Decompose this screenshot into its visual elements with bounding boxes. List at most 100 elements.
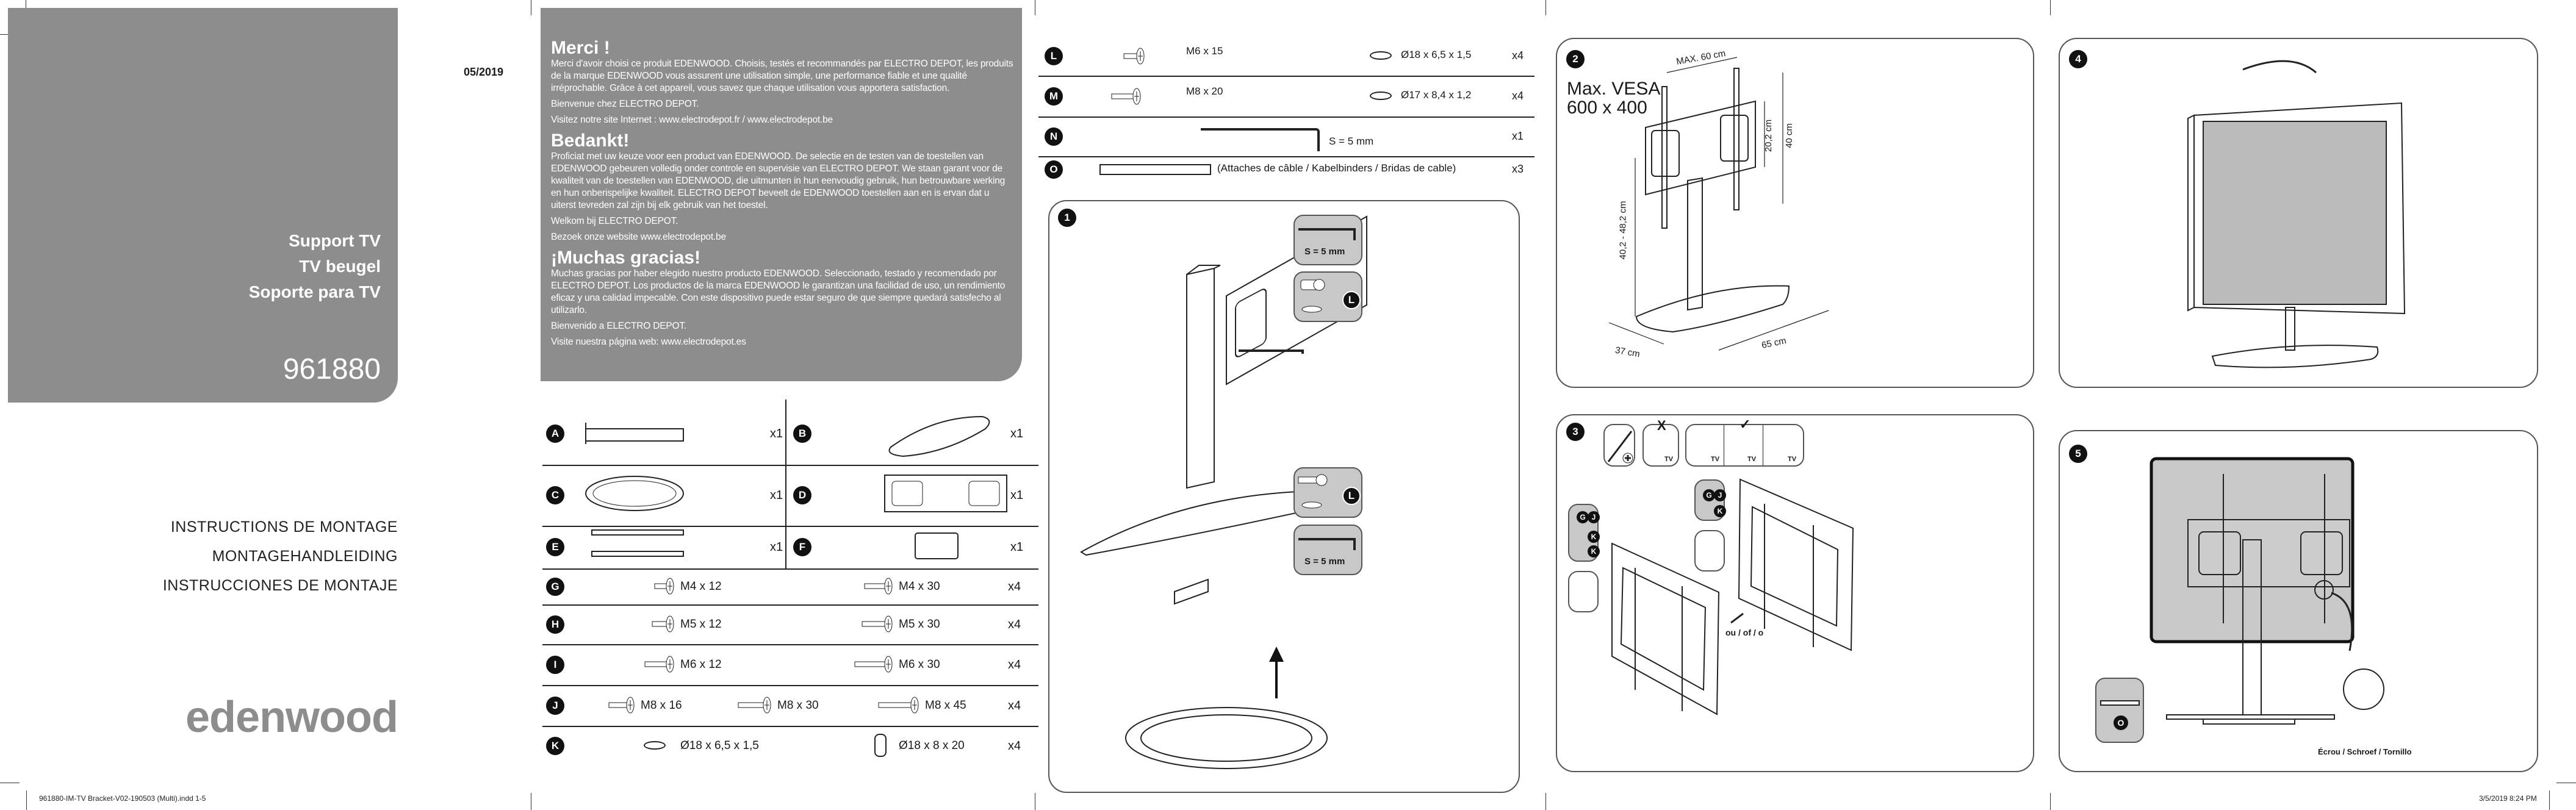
- screw-icon: [652, 615, 674, 632]
- step-2-panel: 2 Max. VESA 600 x 400 MAX. 60 cm 20,2 cm…: [1556, 38, 2034, 388]
- title-es: Soporte para TV: [248, 282, 381, 301]
- correct-fit-icon: TV TV TV ✓: [1685, 417, 1804, 467]
- cable-tie-callout: O: [2095, 678, 2144, 743]
- row-divider: [542, 526, 1038, 527]
- row-divider: [542, 726, 1038, 727]
- step-4-panel: 4: [2059, 38, 2538, 388]
- part-size: M4 x 30: [899, 579, 940, 593]
- welcome-es: Bienvenido a ELECTRO DEPOT.: [551, 321, 687, 331]
- website-fr: Visitez notre site Internet : www.electr…: [551, 115, 833, 125]
- screw-icon: [644, 656, 674, 672]
- part-size: M5 x 12: [680, 617, 722, 631]
- part-quantity: x4: [1008, 739, 1021, 753]
- spacer-icon: [874, 733, 887, 757]
- wrong-fit-icon: X TV: [1642, 418, 1679, 467]
- part-size: M5 x 30: [899, 617, 940, 631]
- part-quantity: x4: [1008, 658, 1021, 672]
- part-badge: J: [1714, 489, 1726, 501]
- part-quantity: x1: [1010, 427, 1024, 440]
- screw-icon: [654, 578, 674, 594]
- stand-assembly-illustration: [1080, 215, 1367, 769]
- part-badge: L: [1342, 487, 1361, 505]
- crop-mark: [26, 790, 27, 810]
- crop-mark: [1545, 0, 1546, 15]
- mounting-plate-icon: [884, 475, 1007, 512]
- hex-key-icon: [1201, 127, 1320, 151]
- washer-icon: [644, 740, 666, 750]
- part-badge: K: [546, 736, 564, 755]
- part-quantity: x4: [1008, 698, 1021, 712]
- part-quantity: x1: [1512, 129, 1524, 142]
- part-size: M6 x 30: [899, 658, 940, 671]
- part-badge: O: [1045, 160, 1063, 179]
- welcome-nl: Welkom bij ELECTRO DEPOT.: [551, 216, 678, 226]
- part-badge: K: [1588, 531, 1600, 543]
- part-size: M6 x 15: [1186, 45, 1223, 57]
- screw-icon: [1123, 48, 1145, 65]
- part-size: M8 x 45: [925, 698, 966, 712]
- bolt-l-callout: L: [1293, 467, 1362, 518]
- heading-fr: Merci !: [551, 38, 610, 58]
- part-badge: J: [546, 696, 564, 715]
- welcome-panel: Merci ! Merci d'avoir choisi ce produit …: [541, 8, 1022, 381]
- part-badge: G: [546, 577, 564, 596]
- body-nl: Proficiat met uw keuze voor een product …: [551, 151, 1006, 210]
- washer-icon: [1370, 51, 1392, 60]
- stand-height-label: 40,2 - 48,2 cm: [1617, 201, 1628, 260]
- part-quantity: x4: [1008, 617, 1021, 631]
- bolt-l-callout: L: [1293, 271, 1362, 322]
- welcome-fr: Bienvenue chez ELECTRO DEPOT.: [551, 99, 699, 109]
- part-badge: D: [793, 486, 811, 504]
- part-badge: N: [1045, 127, 1063, 146]
- swivel-ring-icon: [585, 476, 684, 511]
- part-size: M4 x 12: [680, 579, 722, 593]
- hex-key-callout: S = 5 mm: [1293, 215, 1362, 265]
- row-divider: [542, 465, 1038, 466]
- crop-mark: [2050, 0, 2051, 15]
- part-quantity: x1: [1010, 540, 1024, 554]
- screw-icon: [864, 578, 893, 594]
- vertical-arms-icon: [591, 529, 684, 557]
- part-badge: A: [546, 425, 564, 443]
- crop-mark: [2050, 793, 2051, 810]
- model-number: 961880: [282, 353, 381, 385]
- row-divider: [542, 568, 1038, 570]
- screw-icon: [878, 697, 919, 713]
- part-badge: M: [1045, 87, 1063, 106]
- screw-icon: [738, 697, 771, 713]
- part-size: Ø18 x 6,5 x 1,5: [1401, 49, 1472, 60]
- part-quantity: x1: [770, 540, 783, 554]
- step-number: 4: [2069, 50, 2087, 68]
- hex-key-size: S = 5 mm: [1304, 556, 1345, 567]
- bolt-icon: [1298, 474, 1328, 509]
- part-size: Ø18 x 8 x 20: [899, 739, 965, 752]
- hex-key-size: S = 5 mm: [1304, 246, 1345, 257]
- heading-nl: Bedankt!: [551, 131, 630, 151]
- tv-label: TV: [1747, 456, 1757, 463]
- part-badge: O: [2114, 715, 2128, 730]
- tilt-tv-illustration: [2187, 60, 2406, 368]
- footer-timestamp: 3/5/2019 8:24 PM: [2479, 794, 2537, 803]
- part-badge: B: [793, 425, 811, 443]
- screw-icon: [1111, 88, 1141, 104]
- part-badge: F: [793, 538, 811, 556]
- part-badge: L: [1045, 47, 1063, 65]
- website-nl: Bezoek onze website www.electrodepot.be: [551, 232, 726, 242]
- part-quantity: x4: [1512, 49, 1524, 62]
- vesa-size: 600 x 400: [1567, 98, 1647, 118]
- part-quantity: x1: [1010, 489, 1024, 502]
- column-icon: [585, 423, 684, 444]
- screws-callout: G J K K: [1568, 504, 1600, 562]
- row-divider: [1038, 76, 1534, 77]
- part-badge: K: [1588, 545, 1600, 557]
- step-number: 1: [1058, 209, 1076, 227]
- part-badge: H: [546, 615, 564, 634]
- part-size: M6 x 12: [680, 658, 722, 671]
- nut-label: Écrou / Schroef / Tornillo: [2318, 747, 2412, 756]
- footer-file-name: 961880-IM-TV Bracket-V02-190503 (Multi).…: [39, 794, 206, 803]
- screw-icon: [608, 697, 635, 713]
- hex-key-callout: S = 5 mm: [1293, 525, 1362, 575]
- cover-panel: Support TV TV beugel Soporte para TV 961…: [8, 8, 398, 403]
- phillips-screwdriver-icon: [1603, 424, 1635, 467]
- cable-management-illustration: [2150, 457, 2384, 725]
